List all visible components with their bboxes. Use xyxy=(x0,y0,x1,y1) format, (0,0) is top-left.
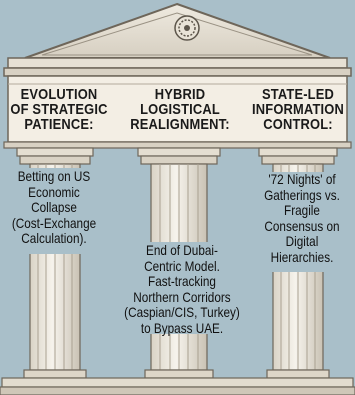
pillar-2-body: End of Dubai- Centric Model. Fast-tracki… xyxy=(124,242,240,336)
pillar-3-body: '72 Nights' of Gatherings vs. Fragile Co… xyxy=(264,171,340,265)
emblem-icon xyxy=(174,15,200,41)
pillar-2-title: HYBRID LOGISTICAL REALIGNMENT: xyxy=(130,86,230,133)
pillar-1-body: Betting on US Economic Collapse (Cost-Ex… xyxy=(11,168,97,246)
base-step xyxy=(1,377,354,388)
architrave xyxy=(7,75,348,143)
pillar-3-title: STATE-LED INFORMATION CONTROL: xyxy=(252,86,344,133)
pillar-1-title: EVOLUTION OF STRATEGIC PATIENCE: xyxy=(10,86,108,133)
